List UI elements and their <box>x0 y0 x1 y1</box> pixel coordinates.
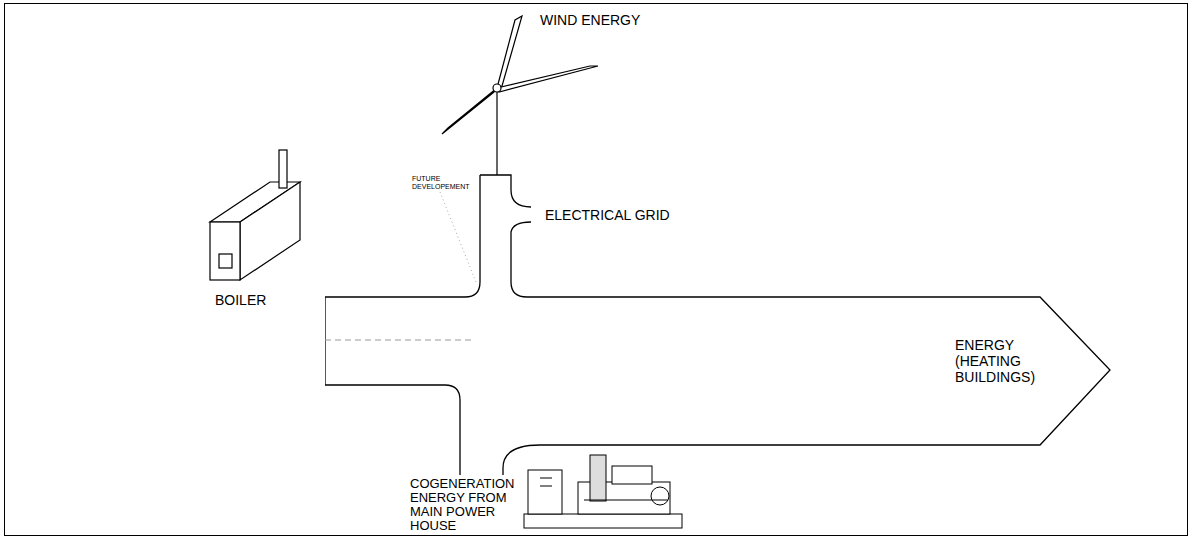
boiler-symbol <box>210 150 300 280</box>
flow-label: ENERGY (HEATING BUILDINGS) <box>955 337 1059 385</box>
generator-set <box>524 455 682 528</box>
turbine-label: WIND ENERGY <box>540 12 700 28</box>
grid-label: ELECTRICAL GRID <box>545 207 705 223</box>
source-label: COGENERATION ENERGY FROM MAIN POWER HOUS… <box>410 477 524 533</box>
note-label: FUTURE DEVELOPEMENT <box>412 175 470 191</box>
future-dotted-line <box>440 192 476 282</box>
frame <box>5 4 1188 536</box>
wind-turbine <box>442 16 598 175</box>
flow-band <box>325 175 1110 475</box>
dashed-line <box>325 340 475 341</box>
boiler-label: BOILER <box>215 292 305 308</box>
